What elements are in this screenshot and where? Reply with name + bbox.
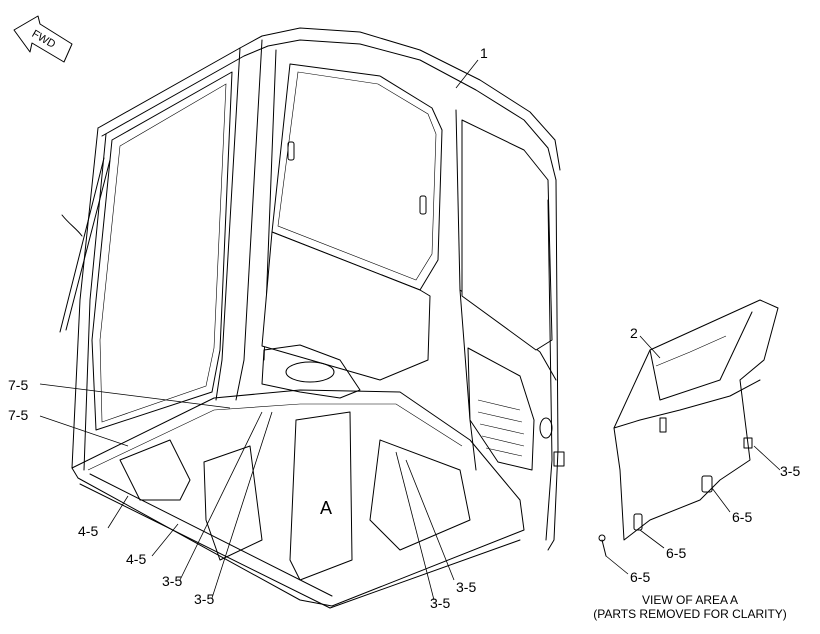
forward-arrow-icon: FWD bbox=[13, 15, 73, 63]
leader-lines bbox=[39, 59, 781, 601]
cab-assembly: A bbox=[59, 27, 565, 609]
view-caption: VIEW OF AREA A (PARTS REMOVED FOR CLARIT… bbox=[593, 593, 787, 621]
detail-view-panel bbox=[598, 299, 779, 557]
callout-3-5: 3-5 bbox=[456, 579, 476, 595]
callout-labels: 1 2 7-5 7-5 4-5 4-5 3-5 3-5 3-5 3-5 3-5 … bbox=[8, 45, 800, 611]
callout-3-5: 3-5 bbox=[430, 595, 450, 611]
fwd-label: FWD bbox=[30, 28, 58, 51]
callout-4-5: 4-5 bbox=[126, 551, 146, 567]
callout-1: 1 bbox=[480, 45, 488, 61]
view-caption-line2: (PARTS REMOVED FOR CLARITY) bbox=[593, 607, 787, 621]
callout-3-5: 3-5 bbox=[162, 573, 182, 589]
callout-4-5: 4-5 bbox=[78, 523, 98, 539]
callout-7-5: 7-5 bbox=[8, 377, 28, 393]
view-caption-line1: VIEW OF AREA A bbox=[642, 593, 738, 607]
callout-6-5: 6-5 bbox=[630, 569, 650, 585]
callout-6-5: 6-5 bbox=[666, 545, 686, 561]
callout-7-5: 7-5 bbox=[8, 407, 28, 423]
callout-3-5: 3-5 bbox=[194, 591, 214, 607]
callout-2: 2 bbox=[630, 325, 638, 341]
callout-3-5: 3-5 bbox=[780, 463, 800, 479]
area-marker: A bbox=[320, 498, 332, 518]
callout-6-5: 6-5 bbox=[732, 509, 752, 525]
